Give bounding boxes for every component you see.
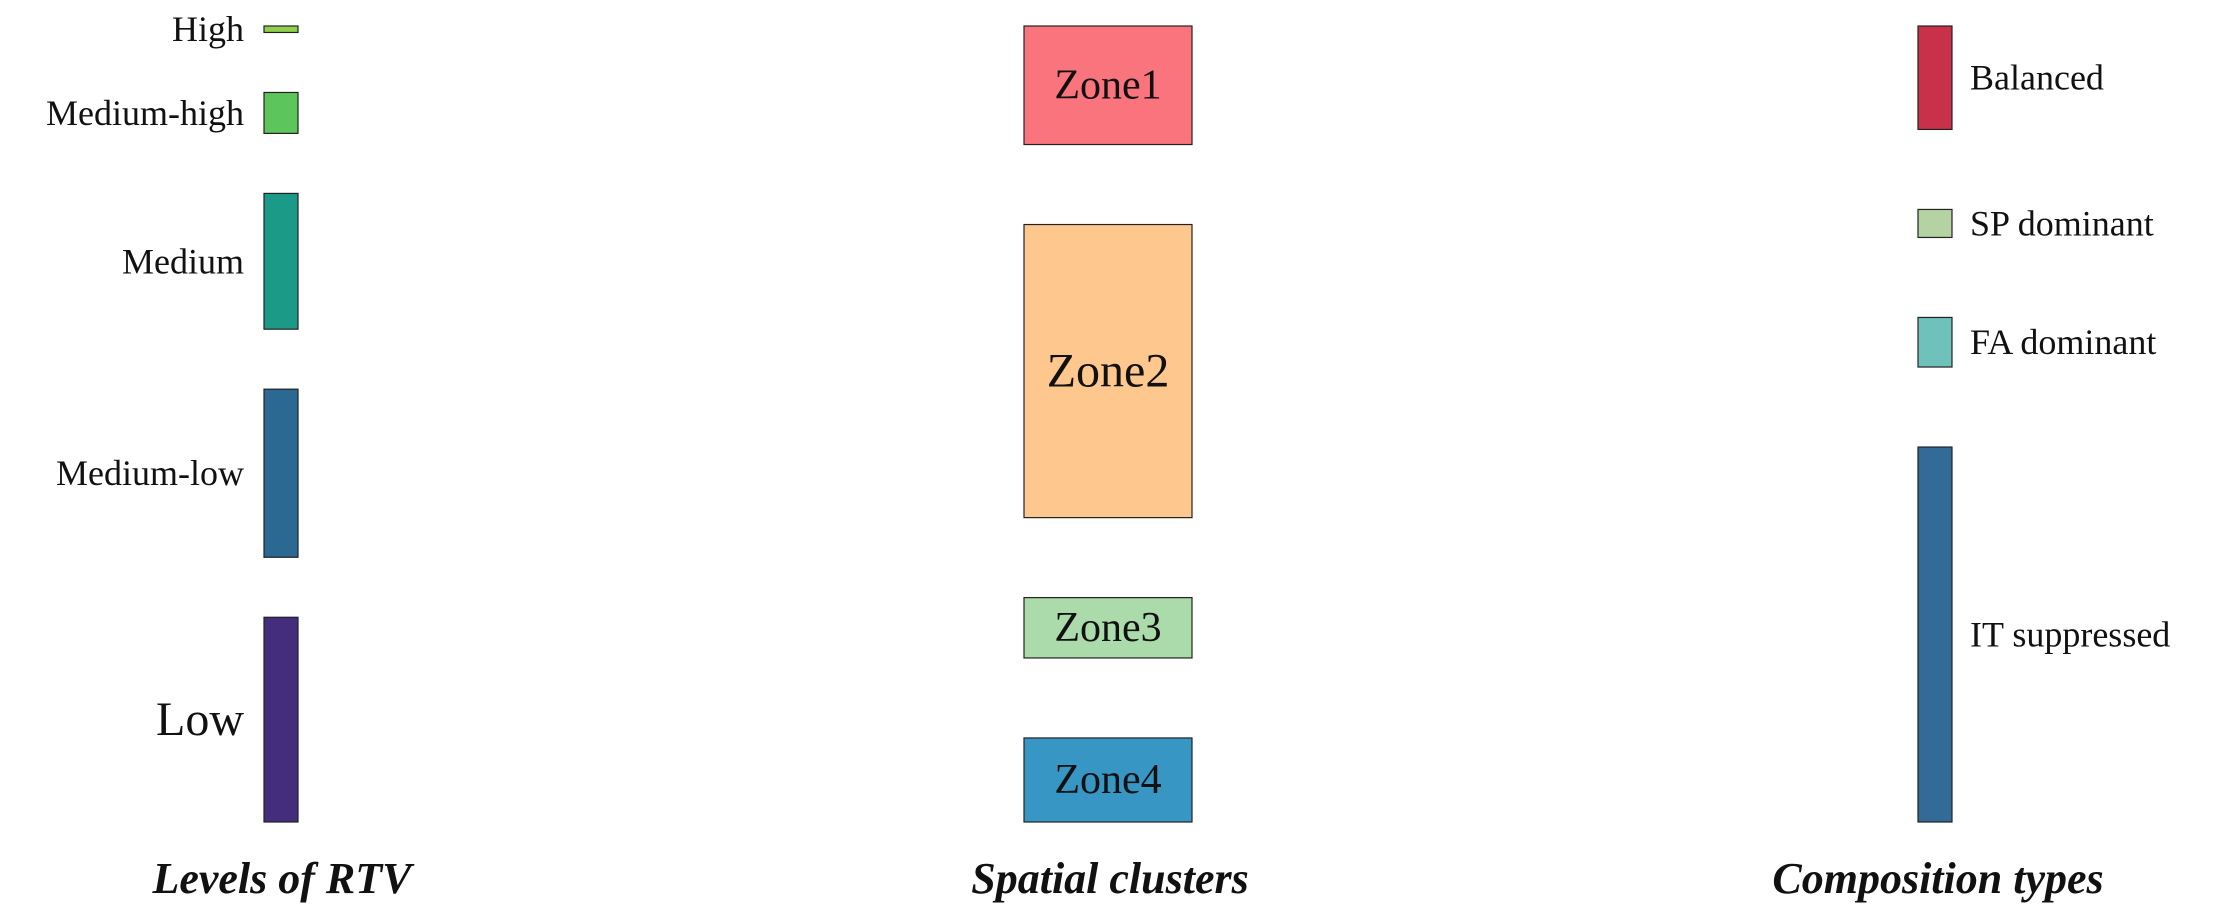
link-medhigh-zone2 (298, 112, 1024, 246)
node-label-medlow: Medium-low (56, 453, 244, 493)
link-zone1-sp (1192, 56, 1918, 214)
link-zone3-it (1192, 613, 1918, 758)
node-label-fa: FA dominant (1970, 322, 2156, 362)
link-medlow-zone4 (298, 549, 1024, 747)
node-high (263, 25, 299, 34)
node-label-zone1: Zone1 (1054, 62, 1161, 108)
node-balanced (1917, 25, 1953, 131)
link-medlow-zone2 (298, 337, 1024, 523)
link-zone4-fa (1192, 356, 1918, 757)
column-title-comp: Composition types (1772, 854, 2103, 903)
column-title-rtv: Levels of RTV (151, 854, 415, 903)
node-zone4 (1023, 737, 1193, 823)
node-it (1917, 446, 1953, 823)
node-label-it: IT suppressed (1970, 615, 2170, 655)
link-zone3-balanced (1192, 121, 1918, 604)
link-medlow-zone3 (298, 523, 1024, 630)
node-fa (1917, 316, 1953, 368)
node-label-high: High (172, 9, 244, 49)
link-zone3-sp (1192, 227, 1918, 609)
link-zone1-fa (1192, 60, 1918, 330)
link-zone4-sp (1192, 231, 1918, 747)
link-zone1-balanced (1192, 26, 1918, 56)
node-label-medium: Medium (122, 241, 244, 281)
node-medium (263, 192, 299, 330)
link-zone4-it (1192, 757, 1918, 822)
link-zone2-it (1192, 324, 1918, 712)
node-label-balanced: Balanced (1970, 58, 2104, 98)
node-zone2 (1023, 223, 1193, 519)
node-label-medhigh: Medium-high (46, 93, 244, 133)
node-label-zone4: Zone4 (1054, 757, 1161, 803)
node-label-zone2: Zone2 (1047, 345, 1170, 398)
link-zone3-fa (1192, 352, 1918, 613)
node-zone1 (1023, 25, 1193, 146)
link-medium-zone3 (298, 323, 1024, 604)
link-low-zone4 (298, 747, 1024, 822)
link-low-zone2 (298, 434, 1024, 719)
node-zone3 (1023, 597, 1193, 659)
node-medhigh (263, 91, 299, 135)
node-sp (1917, 208, 1953, 239)
link-medlow-zone1 (298, 91, 1024, 426)
node-medlow (263, 388, 299, 558)
column-title-cluster: Spatial clusters (971, 854, 1249, 903)
node-label-sp: SP dominant (1970, 203, 2154, 243)
link-low-zone3 (298, 630, 1024, 747)
link-low-zone1 (298, 127, 1024, 634)
node-label-zone3: Zone3 (1054, 605, 1161, 651)
nodes-layer (263, 25, 1953, 823)
link-zone4-balanced (1192, 127, 1918, 740)
link-medhigh-zone1 (298, 32, 1024, 111)
link-high-zone1 (298, 26, 1024, 32)
link-zone2-sp (1192, 214, 1918, 302)
node-label-low: Low (156, 693, 244, 746)
link-zone2-balanced (1192, 56, 1918, 289)
link-medium-zone2 (298, 232, 1024, 336)
link-zone1-it (1192, 73, 1918, 518)
link-zone2-fa (1192, 302, 1918, 352)
link-medium-zone1 (298, 52, 1024, 232)
node-low (263, 616, 299, 823)
